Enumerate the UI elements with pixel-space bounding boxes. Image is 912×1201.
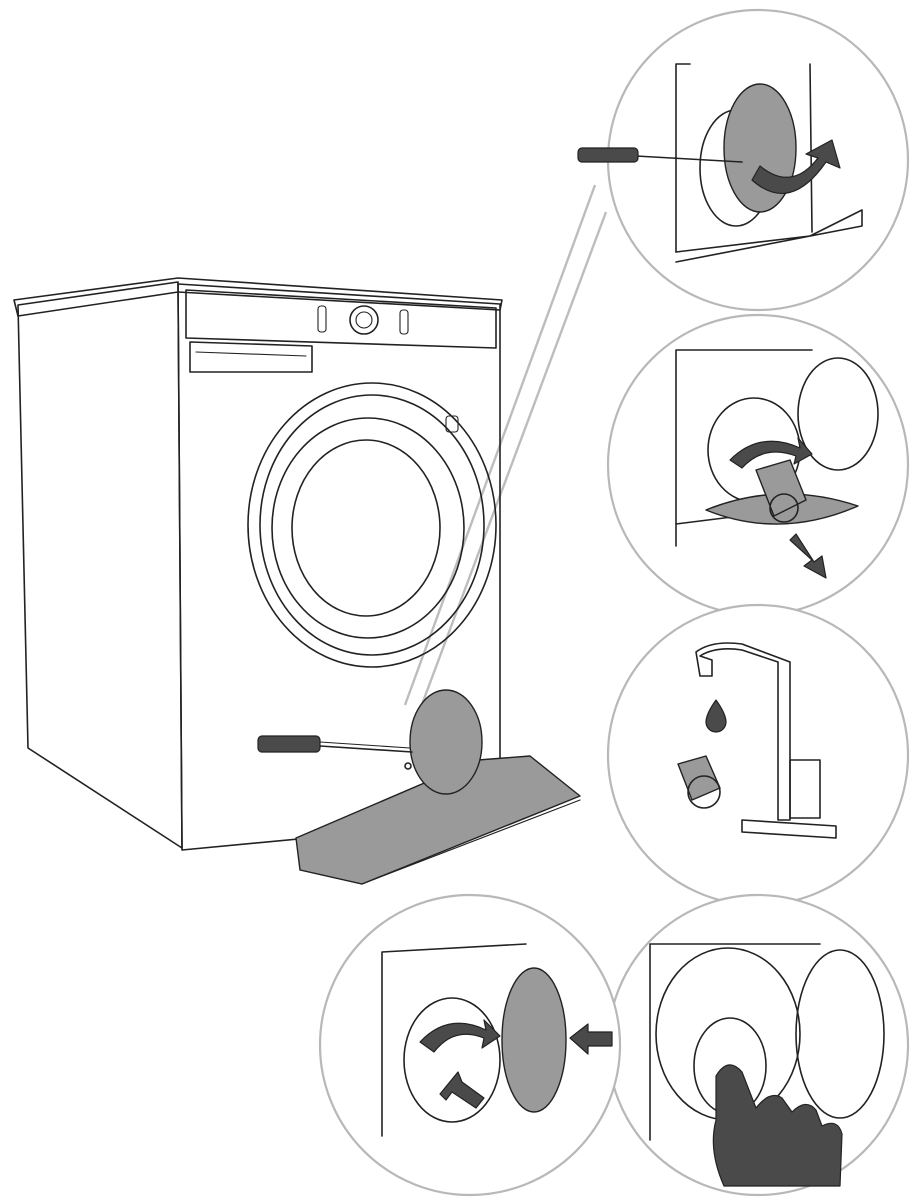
program-knob: [349, 305, 379, 335]
flap-panel: [501, 967, 567, 1113]
bubble-step-4: [318, 893, 622, 1197]
step-bubbles: [318, 8, 910, 1197]
step-5-tighten-filter: [649, 943, 885, 1187]
step-4-reinsert-filter: [381, 943, 613, 1137]
step-3-rinse-filter: [677, 642, 837, 839]
rotate-left-arrow-icon: [729, 437, 813, 469]
rotate-arrow-icon: [751, 139, 841, 194]
insert-arrow-icon: [439, 1071, 485, 1109]
down-arrow-icon: [789, 533, 827, 579]
open-flap: [795, 949, 885, 1119]
water-drop-icon: [705, 699, 727, 733]
washing-machine: [13, 277, 581, 885]
bubble-step-2: [606, 313, 910, 617]
step-1-open-flap: [577, 63, 863, 263]
rotate-arrow-icon: [419, 1019, 501, 1053]
machine-top: [13, 277, 503, 317]
detergent-drawer: [189, 341, 313, 373]
filter-plug: [755, 459, 807, 517]
control-panel: [185, 289, 497, 349]
open-flap: [797, 357, 879, 471]
screwdriver-icon: [577, 147, 639, 163]
door: [247, 382, 497, 668]
tap-icon: [695, 642, 791, 821]
left-arrow-icon: [569, 1023, 613, 1055]
screwdriver: [257, 735, 413, 753]
filter-flap: [409, 689, 483, 795]
hand-icon: [712, 1064, 843, 1187]
step-2-unscrew-filter: [675, 349, 879, 579]
machine-side: [17, 281, 183, 849]
